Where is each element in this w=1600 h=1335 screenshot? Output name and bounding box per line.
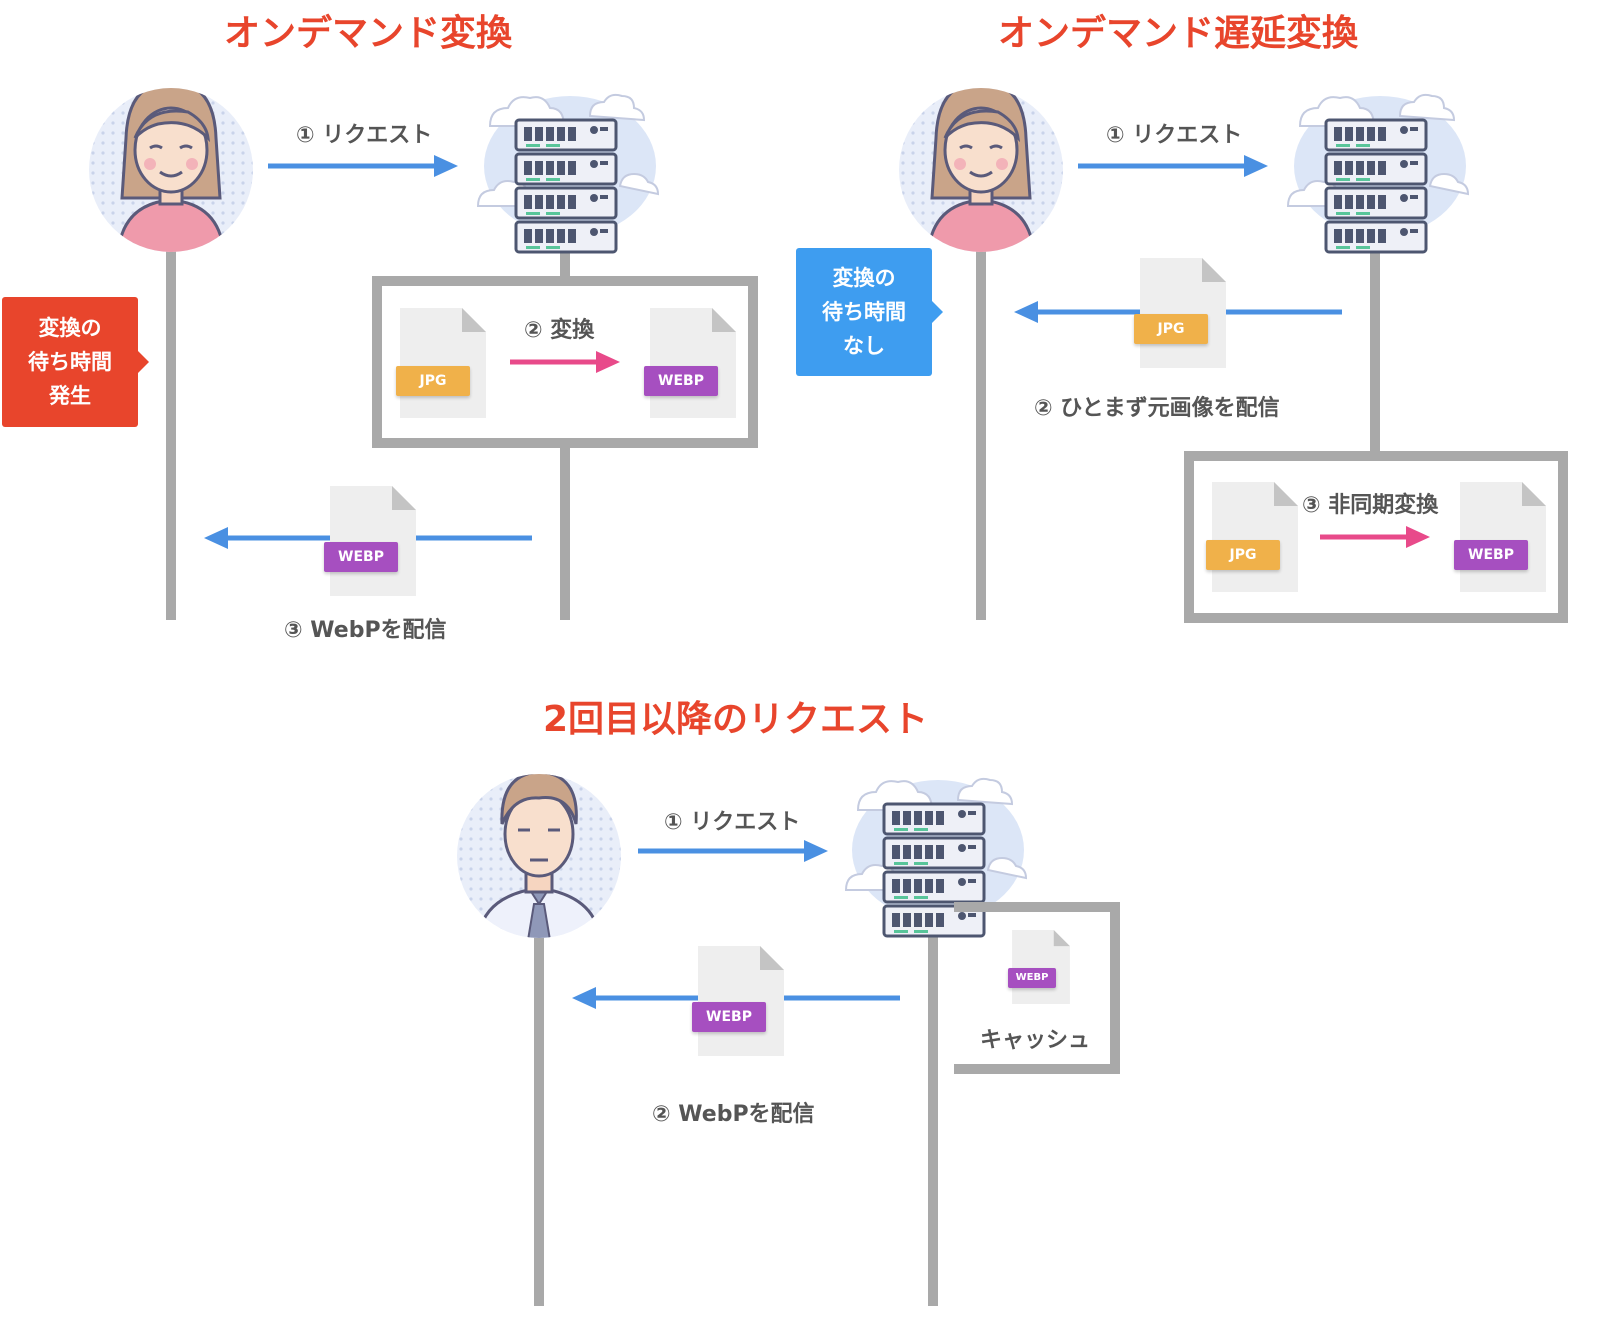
server-lifeline bbox=[928, 936, 938, 1306]
title-on-demand: オンデマンド変換 bbox=[224, 13, 513, 54]
client-lifeline bbox=[534, 936, 544, 1306]
cache-box bbox=[954, 902, 1120, 1074]
callout-line: 変換の bbox=[832, 266, 896, 290]
webp-tag: WEBP bbox=[1454, 540, 1528, 570]
convert-arrow bbox=[510, 351, 620, 373]
cache-label: キャッシュ bbox=[980, 1028, 1091, 1053]
server-lifeline bbox=[1370, 250, 1380, 454]
server-icon bbox=[476, 93, 660, 254]
deliver-label: ② WebPを配信 bbox=[652, 1102, 815, 1127]
webp-tag: WEBP bbox=[644, 366, 718, 396]
webp-tag: WEBP bbox=[324, 542, 398, 572]
convert-label: ② 変換 bbox=[524, 318, 595, 343]
man-user-icon bbox=[457, 774, 621, 938]
callout-line: 待ち時間 bbox=[822, 300, 906, 324]
jpg-file-icon bbox=[1140, 258, 1226, 368]
webp-file-icon bbox=[650, 308, 736, 418]
webp-file-icon bbox=[1460, 482, 1546, 592]
request-arrow bbox=[1078, 155, 1268, 177]
deliver-label: ③ WebPを配信 bbox=[284, 618, 447, 643]
client-lifeline bbox=[166, 250, 176, 620]
webp-tag: WEBP bbox=[1008, 968, 1056, 988]
jpg-file-icon bbox=[1212, 482, 1298, 592]
callout-line: 待ち時間 bbox=[28, 350, 112, 374]
woman-user-icon bbox=[899, 88, 1063, 252]
webp-tag: WEBP bbox=[692, 1002, 766, 1032]
title-second-request: 2回目以降のリクエスト bbox=[543, 699, 929, 740]
request-arrow bbox=[268, 155, 458, 177]
webp-file-icon bbox=[330, 486, 416, 596]
request-label: ① リクエスト bbox=[296, 123, 433, 148]
deliver-original-label: ② ひとまず元画像を配信 bbox=[1034, 396, 1280, 421]
request-label: ① リクエスト bbox=[664, 810, 801, 835]
no-wait-callout: 変換の 待ち時間 なし bbox=[796, 248, 943, 376]
panel-second-request: ① リクエスト WEBP キャッシュ WEBP ② WebPを配信 bbox=[400, 740, 1160, 1335]
jpg-file-icon bbox=[400, 308, 486, 418]
webp-file-icon bbox=[1012, 930, 1070, 1004]
server-icon bbox=[844, 777, 1028, 938]
jpg-tag: JPG bbox=[1206, 540, 1280, 570]
callout-line: なし bbox=[843, 334, 885, 358]
server-icon bbox=[1286, 93, 1470, 254]
woman-user-icon bbox=[89, 88, 253, 252]
callout-line: 変換の bbox=[38, 316, 102, 340]
request-label: ① リクエスト bbox=[1106, 123, 1243, 148]
client-lifeline bbox=[976, 250, 986, 620]
panel-lazy-conversion: ① リクエスト 変換の 待ち時間 なし JPG ② ひとまず元画像を配信 JPG… bbox=[780, 0, 1600, 650]
jpg-tag: JPG bbox=[396, 366, 470, 396]
server-lifeline bbox=[560, 444, 570, 620]
request-arrow bbox=[638, 840, 828, 862]
async-convert-label: ③ 非同期変換 bbox=[1302, 493, 1439, 518]
jpg-tag: JPG bbox=[1134, 314, 1208, 344]
title-lazy-conversion: オンデマンド遅延変換 bbox=[998, 13, 1359, 54]
webp-file-icon bbox=[698, 946, 784, 1056]
server-lifeline bbox=[560, 250, 570, 280]
panel-on-demand: ① リクエスト JPG ② 変換 WEBP 変換の 待ち時間 発生 WEBP ③… bbox=[0, 0, 780, 650]
wait-time-callout: 変換の 待ち時間 発生 bbox=[2, 297, 149, 427]
convert-arrow bbox=[1320, 526, 1430, 548]
callout-line: 発生 bbox=[49, 384, 91, 408]
